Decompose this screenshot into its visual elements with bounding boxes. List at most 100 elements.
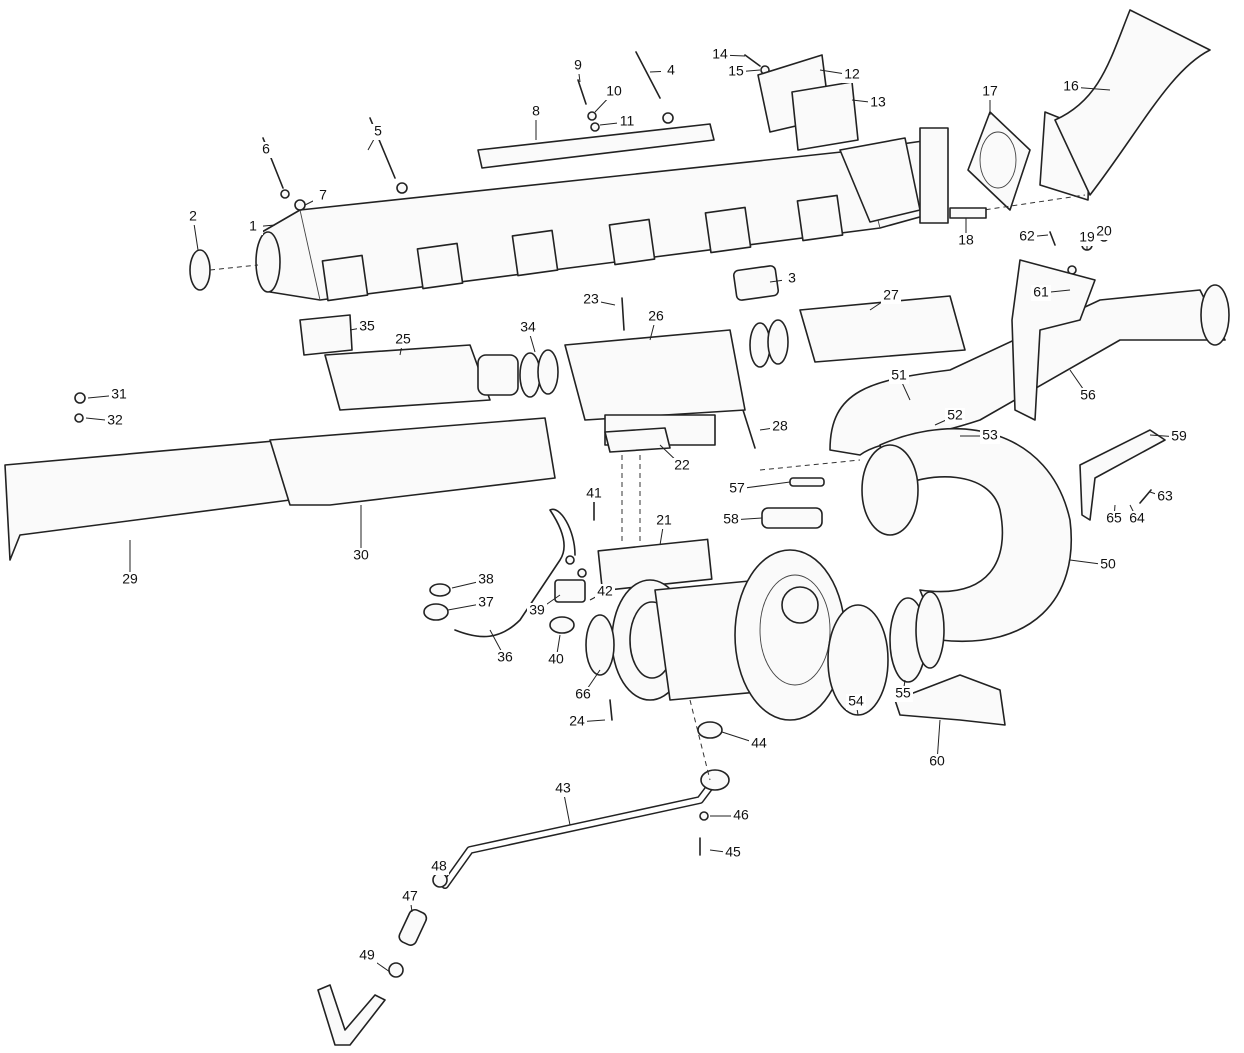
callout-number: 53	[982, 427, 998, 443]
callout-42: 42	[589, 583, 615, 601]
callout-16: 16	[1061, 78, 1111, 95]
callout-29: 29	[120, 540, 140, 588]
callout-number: 66	[575, 686, 591, 702]
callout-number: 24	[569, 713, 585, 729]
callout-number: 18	[958, 232, 974, 248]
callout-number: 22	[674, 457, 690, 473]
callout-number: 40	[548, 651, 564, 667]
callout-3: 3	[769, 270, 802, 287]
callout-background	[476, 572, 496, 588]
callout-14: 14	[710, 46, 746, 63]
callout-53: 53	[960, 427, 1000, 444]
callout-number: 15	[728, 63, 744, 79]
callout-61: 61	[1031, 284, 1071, 301]
callout-background	[357, 948, 377, 964]
callout-background	[749, 736, 769, 752]
callout-background	[842, 67, 862, 83]
gasket	[697, 721, 723, 739]
callout-number: 64	[1129, 510, 1145, 526]
callout-number: 50	[1100, 556, 1116, 572]
callout-27: 27	[869, 287, 901, 311]
callout-background	[495, 650, 515, 666]
callout-background	[1155, 489, 1175, 505]
callout-number: 62	[1019, 228, 1035, 244]
callout-66: 66	[573, 669, 601, 703]
callout-background	[581, 292, 601, 308]
callout-background	[1169, 429, 1189, 445]
callout-background	[518, 320, 538, 336]
callout-number: 11	[620, 113, 635, 129]
callout-26: 26	[646, 308, 666, 341]
callout-number: 31	[111, 386, 127, 402]
callout-number: 35	[359, 318, 375, 334]
callout-9: 9	[568, 57, 588, 83]
callout-number: 34	[520, 319, 536, 335]
callout-number: 27	[883, 287, 899, 303]
callout-background	[604, 84, 624, 100]
callout-number: 57	[729, 480, 745, 496]
turbo-gasket	[604, 427, 671, 453]
callout-45: 45	[709, 844, 743, 861]
callout-30: 30	[351, 505, 371, 564]
callout-31: 31	[87, 386, 129, 403]
callout-background	[109, 387, 129, 403]
callout-2: 2	[183, 208, 203, 251]
callout-background	[243, 219, 263, 235]
callout-number: 36	[497, 649, 513, 665]
callout-background	[1098, 557, 1118, 573]
hose	[398, 908, 428, 946]
callout-number: 26	[648, 308, 664, 324]
callout-background	[868, 95, 888, 111]
callout-background	[476, 595, 496, 611]
callout-number: 6	[262, 141, 270, 157]
callout-44: 44	[721, 731, 769, 752]
callout-background	[1031, 285, 1051, 301]
callout-background	[1104, 511, 1124, 527]
callout-number: 1	[249, 218, 257, 234]
callout-number: 8	[532, 103, 540, 119]
callout-number: 2	[189, 208, 197, 224]
callout-number: 5	[374, 123, 382, 139]
callout-number: 60	[929, 753, 945, 769]
callout-15: 15	[726, 63, 761, 80]
callout-background	[351, 548, 371, 564]
callout-background	[368, 124, 388, 140]
callout-background	[393, 332, 413, 348]
callout-number: 32	[107, 412, 123, 428]
callout-number: 21	[656, 512, 672, 528]
callout-number: 3	[788, 270, 796, 286]
callout-number: 65	[1106, 510, 1122, 526]
elbow-fitting	[317, 984, 386, 1046]
callout-background	[980, 428, 1000, 444]
callout-65: 65	[1104, 504, 1124, 527]
callout-background	[256, 142, 276, 158]
callout-background	[357, 319, 377, 335]
callout-background	[595, 584, 615, 600]
elbow-pipe	[1054, 9, 1211, 196]
callout-38: 38	[451, 571, 496, 589]
callout-37: 37	[447, 594, 496, 611]
callout-20: 20	[1094, 223, 1114, 240]
callout-59: 59	[1149, 428, 1189, 445]
callout-background	[553, 781, 573, 797]
support-bracket	[894, 674, 1006, 726]
callout-background	[881, 288, 901, 304]
callout-background	[183, 209, 203, 225]
callout-number: 41	[586, 485, 602, 501]
callout-background	[568, 58, 588, 74]
callout-41: 41	[584, 485, 604, 505]
callout-32: 32	[85, 412, 125, 429]
callout-8: 8	[526, 103, 546, 140]
callout-background	[727, 481, 747, 497]
callout-49: 49	[357, 947, 391, 973]
callout-number: 45	[725, 844, 741, 860]
callout-number: 52	[947, 407, 963, 423]
callout-background	[672, 458, 692, 474]
callout-number: 7	[319, 187, 327, 203]
callout-number: 19	[1079, 229, 1095, 245]
callout-1: 1	[243, 218, 276, 235]
callout-background	[927, 754, 947, 770]
callout-background	[584, 486, 604, 502]
callout-number: 42	[597, 583, 613, 599]
